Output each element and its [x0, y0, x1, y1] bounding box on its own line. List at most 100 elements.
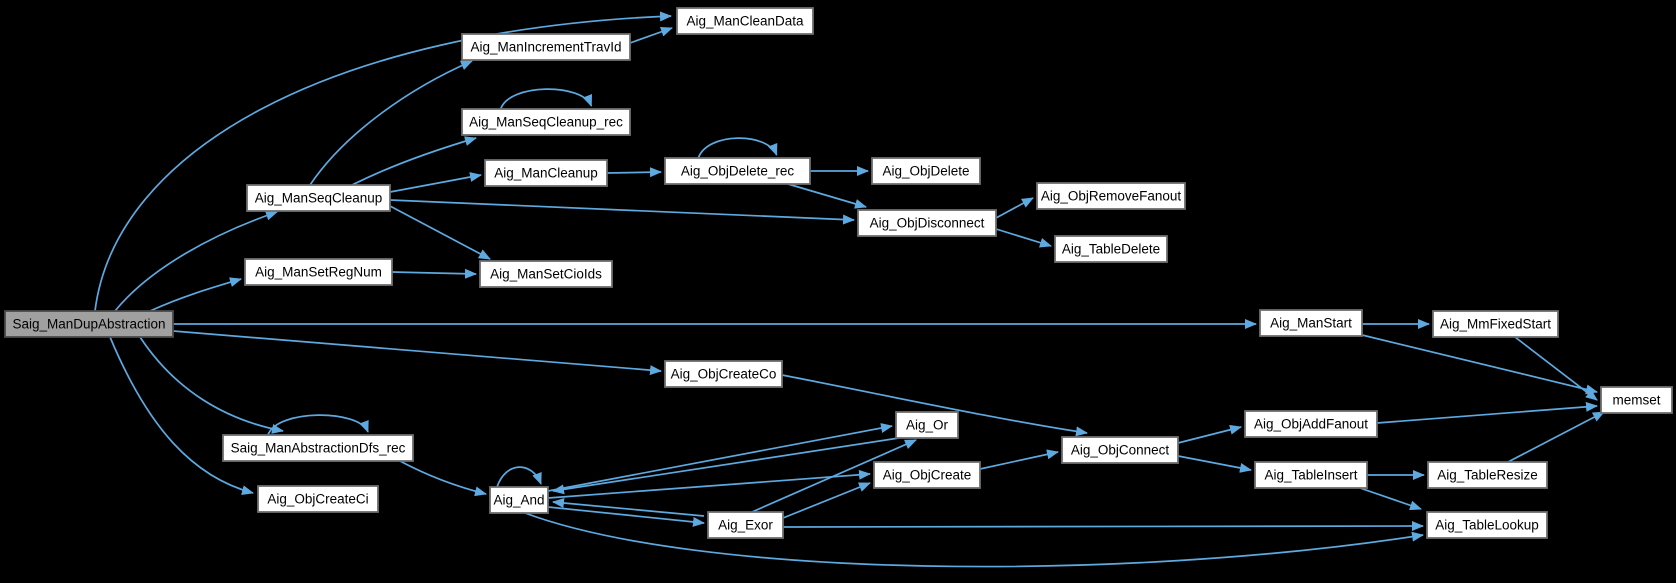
node-label-aig-and: Aig_And: [493, 493, 544, 508]
edge-aig-and-self-loop: [496, 466, 542, 488]
node-label-aig-manincrementtravid: Aig_ManIncrementTravId: [470, 40, 621, 55]
node-box-aig-exor[interactable]: [707, 511, 784, 539]
node-box-aig-manincrementtravid[interactable]: [461, 33, 631, 61]
node-label-aig-mancleandata: Aig_ManCleanData: [686, 14, 804, 29]
node-label-aig-manstart: Aig_ManStart: [1270, 316, 1352, 331]
node-box-aig-objdisconnect[interactable]: [857, 209, 997, 237]
edge-aig-tableinsert-to-aig-tablelookup: [1359, 487, 1422, 511]
edge-saig-mandupabstraction-to-aig-mansetregnum: [149, 277, 242, 312]
node-aig-manseqcleanup[interactable]: Aig_ManSeqCleanup: [246, 184, 391, 212]
graph-edges: [94, 11, 1605, 568]
edge-saig-mandupabstraction-to-aig-objcreateci: [109, 336, 254, 495]
edge-aig-objcreateco-to-aig-objconnect: [781, 374, 1088, 437]
node-aig-mancleandata[interactable]: Aig_ManCleanData: [676, 7, 814, 35]
node-aig-or[interactable]: Aig_Or: [895, 411, 959, 439]
node-label-aig-mancleanup: Aig_ManCleanup: [494, 166, 598, 181]
node-box-aig-tabledelete[interactable]: [1054, 235, 1168, 263]
node-aig-mancleanup[interactable]: Aig_ManCleanup: [484, 159, 608, 187]
node-box-aig-objcreateco[interactable]: [664, 360, 783, 388]
node-box-aig-mancleanup[interactable]: [484, 159, 608, 187]
node-aig-manincrementtravid[interactable]: Aig_ManIncrementTravId: [461, 33, 631, 61]
edge-aig-mancleanup-to-aig-objdelete-rec: [606, 167, 662, 178]
node-box-aig-mansetcioids[interactable]: [479, 260, 613, 288]
edge-aig-manseqcleanup-to-aig-mansetcioids: [389, 205, 491, 260]
node-aig-exor[interactable]: Aig_Exor: [707, 511, 784, 539]
root-node-box-saig-mandupabstraction: [4, 310, 174, 338]
node-label-aig-manseqcleanup: Aig_ManSeqCleanup: [255, 191, 383, 206]
node-label-saig-manabstractiondfs-rec: Saig_ManAbstractionDfs_rec: [231, 441, 406, 456]
edge-aig-objcreate-to-aig-objconnect: [979, 449, 1059, 470]
node-aig-objcreateci[interactable]: Aig_ObjCreateCi: [257, 485, 379, 513]
edge-aig-and-to-aig-exor: [547, 506, 705, 527]
edge-aig-objconnect-to-aig-tableinsert: [1177, 455, 1252, 473]
node-label-aig-objdelete: Aig_ObjDelete: [882, 164, 969, 179]
node-box-aig-mancleandata[interactable]: [676, 7, 814, 35]
edge-aig-exor-to-aig-objcreate: [782, 482, 871, 519]
node-box-aig-objcreate[interactable]: [873, 461, 981, 489]
node-aig-objdelete-rec[interactable]: Aig_ObjDelete_rec: [664, 157, 811, 185]
edge-aig-or-to-aig-and: [552, 437, 900, 495]
node-aig-objdisconnect[interactable]: Aig_ObjDisconnect: [857, 209, 997, 237]
node-box-aig-mansetregnum[interactable]: [244, 258, 393, 286]
node-aig-tablelookup[interactable]: Aig_TableLookup: [1426, 511, 1548, 539]
node-label-saig-mandupabstraction: Saig_ManDupAbstraction: [12, 317, 165, 332]
node-aig-tabledelete[interactable]: Aig_TableDelete: [1054, 235, 1168, 263]
node-label-aig-exor: Aig_Exor: [718, 518, 773, 533]
edge-aig-objdelete-rec-to-aig-objdisconnect: [787, 183, 867, 209]
edge-saig-manabstractiondfs-rec-to-aig-and: [399, 460, 487, 497]
node-aig-manstart[interactable]: Aig_ManStart: [1259, 309, 1363, 337]
edge-saig-mandupabstraction-to-aig-objcreateco: [172, 330, 662, 376]
node-aig-objconnect[interactable]: Aig_ObjConnect: [1061, 436, 1179, 464]
node-box-aig-or[interactable]: [895, 411, 959, 439]
node-label-aig-objaddfanout: Aig_ObjAddFanout: [1254, 417, 1368, 432]
node-box-aig-objconnect[interactable]: [1061, 436, 1179, 464]
node-saig-mandupabstraction: Saig_ManDupAbstraction: [4, 310, 174, 338]
node-label-aig-tabledelete: Aig_TableDelete: [1062, 242, 1160, 257]
node-aig-mansetregnum[interactable]: Aig_ManSetRegNum: [244, 258, 393, 286]
node-aig-and[interactable]: Aig_And: [489, 486, 549, 514]
edge-saig-mandupabstraction-to-aig-manseqcleanup: [114, 210, 278, 312]
node-box-aig-objremovefanout[interactable]: [1036, 182, 1186, 210]
node-memset[interactable]: memset: [1600, 386, 1673, 414]
node-aig-objdelete[interactable]: Aig_ObjDelete: [871, 157, 981, 185]
node-aig-objcreate[interactable]: Aig_ObjCreate: [873, 461, 981, 489]
node-box-aig-and[interactable]: [489, 486, 549, 514]
node-box-aig-tableinsert[interactable]: [1254, 461, 1368, 489]
node-label-aig-objdelete-rec: Aig_ObjDelete_rec: [681, 164, 795, 179]
edge-aig-objconnect-to-aig-objaddfanout: [1177, 424, 1242, 444]
edge-saig-mandupabstraction-to-saig-manabstractiondfs-rec: [139, 336, 284, 434]
node-box-aig-manstart[interactable]: [1259, 309, 1363, 337]
node-saig-manabstractiondfs-rec[interactable]: Saig_ManAbstractionDfs_rec: [222, 434, 414, 462]
node-aig-mansetcioids[interactable]: Aig_ManSetCioIds: [479, 260, 613, 288]
edge-aig-manincrementtravid-to-aig-mancleandata: [629, 26, 673, 44]
node-box-aig-objaddfanout[interactable]: [1244, 410, 1378, 438]
node-aig-tableresize[interactable]: Aig_TableResize: [1427, 461, 1548, 489]
node-label-aig-objconnect: Aig_ObjConnect: [1071, 443, 1170, 458]
node-label-aig-or: Aig_Or: [906, 418, 949, 433]
node-aig-tableinsert[interactable]: Aig_TableInsert: [1254, 461, 1368, 489]
node-box-saig-manabstractiondfs-rec[interactable]: [222, 434, 414, 462]
node-label-aig-objremovefanout: Aig_ObjRemoveFanout: [1041, 189, 1182, 204]
node-box-aig-objcreateci[interactable]: [257, 485, 379, 513]
node-box-memset[interactable]: [1600, 386, 1673, 414]
node-label-aig-mansetcioids: Aig_ManSetCioIds: [490, 267, 602, 282]
node-box-aig-manseqcleanup[interactable]: [246, 184, 391, 212]
edge-aig-mansetregnum-to-aig-mansetcioids: [391, 268, 477, 279]
node-aig-objremovefanout[interactable]: Aig_ObjRemoveFanout: [1036, 182, 1186, 210]
node-aig-objcreateco[interactable]: Aig_ObjCreateCo: [664, 360, 783, 388]
node-box-aig-objdelete-rec[interactable]: [664, 157, 811, 185]
node-box-aig-tableresize[interactable]: [1427, 461, 1548, 489]
node-aig-manseqcleanup-rec[interactable]: Aig_ManSeqCleanup_rec: [461, 108, 631, 136]
node-label-aig-objcreateco: Aig_ObjCreateCo: [671, 367, 777, 382]
node-box-aig-manseqcleanup-rec[interactable]: [461, 108, 631, 136]
node-aig-objaddfanout[interactable]: Aig_ObjAddFanout: [1244, 410, 1378, 438]
node-label-aig-mmfixedstart: Aig_MmFixedStart: [1440, 317, 1551, 332]
node-label-aig-manseqcleanup-rec: Aig_ManSeqCleanup_rec: [469, 115, 623, 130]
node-box-aig-mmfixedstart[interactable]: [1432, 310, 1559, 338]
node-box-aig-objdelete[interactable]: [871, 157, 981, 185]
node-box-aig-tablelookup[interactable]: [1426, 511, 1548, 539]
node-aig-mmfixedstart[interactable]: Aig_MmFixedStart: [1432, 310, 1559, 338]
edge-aig-and-to-aig-or: [547, 423, 893, 492]
edge-aig-and-to-aig-objcreate: [547, 469, 871, 499]
edge-saig-manabstractiondfs-rec-self-loop: [267, 414, 369, 436]
